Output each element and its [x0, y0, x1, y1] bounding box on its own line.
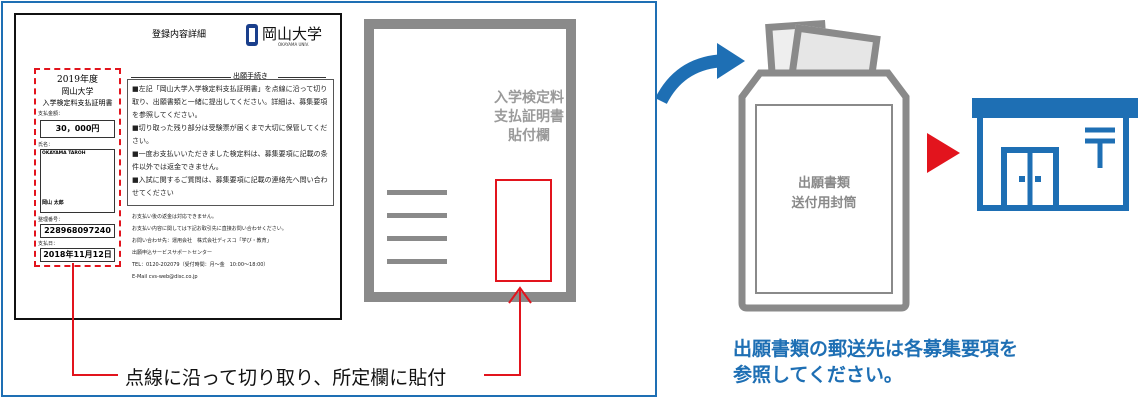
procedure-line: 件以外では返金できません。 — [132, 163, 223, 171]
reg-number: 228968097240 — [44, 226, 111, 235]
procedure-line: ■切り取った残り部分は受験票が届くまで大切に保管してくだ — [132, 124, 328, 132]
procedure-text: ■左記「岡山大学入学検定料支払証明書」を点線に沿って切り 取り、出願書類と一緒に… — [128, 80, 333, 203]
envelope-label-line: 出願書類 — [797, 176, 850, 191]
reg-label: 整理番号： — [38, 217, 64, 223]
connector-left — [72, 263, 118, 376]
envelope-label: 出願書類 送付用封筒 — [738, 174, 910, 214]
sheet-label: 入学検定料 支払証明書 貼付欄 — [484, 89, 574, 146]
procedure-box: ■左記「岡山大学入学検定料支払証明書」を点線に沿って切り 取り、出願書類と一緒に… — [127, 79, 334, 206]
amount-field: 30，000円 — [40, 120, 115, 138]
sheet-label-line: 支払証明書 — [494, 109, 564, 125]
slip-name: 入学検定料支払証明書 — [42, 99, 113, 107]
procedure-line: ■左記「岡山大学入学検定料支払証明書」を点線に沿って切り — [132, 85, 328, 93]
sheet-label-line: 入学検定料 — [494, 90, 564, 106]
mailing-note-line: 参照してください。 — [733, 364, 903, 386]
payment-slip: 2019年度 岡山大学 入学検定料支払証明書 支払金額： 30，000円 氏名：… — [34, 68, 121, 267]
connector-lines — [72, 263, 532, 376]
envelope: 出願書類 送付用封筒 — [738, 14, 910, 312]
amount-label: 支払金額： — [38, 111, 64, 117]
envelope-body — [738, 69, 910, 312]
contact-line: お支払い内容に関しては下記お取引先に直接お問い合わせください。 — [132, 226, 287, 232]
procedure-line: ■一度お支払いいただきました検定料は、募集要項に記載の条 — [132, 150, 328, 158]
connector-right — [484, 288, 521, 376]
arrowhead-up-icon — [508, 286, 532, 304]
procedure-rule-left — [131, 77, 231, 78]
contact-line: TEL：0120-202079（受付時間：月～金 10:00～18:00） — [132, 262, 269, 268]
text-placeholder-line — [387, 236, 447, 241]
amount-value: 30，000円 — [55, 124, 100, 133]
contact-line: お問い合わせ先：運用会社 株式会社ディスコ「学び・教育」 — [132, 238, 272, 244]
procedure-rule-right — [278, 77, 326, 78]
mailing-note: 出願書類の郵送先は各募集要項を 参照してください。 — [733, 336, 1018, 388]
procedure-line: さい。 — [132, 137, 153, 145]
contact-info: お支払い後の返金は対応できません。 お支払い内容に関しては下記お取引先に直接お問… — [132, 211, 287, 283]
logo-name: 岡山大学 — [262, 25, 323, 43]
procedure-title: 出願手続き — [233, 71, 268, 81]
slip-year: 2019年度 — [57, 75, 98, 85]
text-placeholder-line — [387, 213, 447, 218]
text-placeholder-line — [387, 190, 447, 195]
contact-line: E-Mail cvs-web@disc.co.jp — [132, 274, 198, 280]
name-roman: OKAYAMA TAROH — [42, 151, 86, 156]
name-field: OKAYAMA TAROH 岡山 太郎 — [40, 149, 115, 213]
cut-paste-caption: 点線に沿って切り取り、所定欄に貼付 — [125, 367, 447, 389]
registration-document: 登録内容詳細 岡山大学 OKAYAMA UNIV. 2019年度 岡山大学 入学… — [14, 13, 342, 320]
contact-line: 出願申込サービスサポートセンター — [132, 250, 213, 256]
form-sheet: 入学検定料 支払証明書 貼付欄 — [364, 19, 576, 302]
procedure-line: を参照してください。 — [132, 111, 202, 119]
date-value: 2018年11月12日 — [43, 250, 112, 259]
name-label: 氏名： — [38, 142, 54, 148]
text-placeholder-line — [387, 259, 447, 264]
procedure-line: 取り、出願書類と一緒に提出してください。詳細は、募集要項 — [132, 98, 328, 106]
triangle-arrow-icon — [927, 133, 960, 173]
logo-sub: OKAYAMA UNIV. — [278, 42, 310, 47]
envelope-label-line: 送付用封筒 — [791, 196, 857, 211]
document-title: 登録内容詳細 — [152, 30, 207, 40]
slip-university: 岡山大学 — [61, 87, 94, 96]
procedure-line: せてください — [132, 189, 174, 197]
mailing-note-line: 出願書類の郵送先は各募集要項を — [733, 338, 1019, 360]
contact-line: お支払い後の返金は対応できません。 — [132, 214, 217, 220]
paste-area — [495, 179, 552, 282]
reg-field: 228968097240 — [40, 224, 115, 238]
instruction-frame — [1, 1, 657, 397]
name-kanji: 岡山 太郎 — [42, 200, 64, 206]
university-logo-icon — [246, 24, 258, 46]
sheet-label-line: 貼付欄 — [508, 128, 550, 144]
post-office-icon — [972, 98, 1138, 211]
curved-arrow-icon — [655, 43, 745, 105]
date-field: 2018年11月12日 — [40, 248, 115, 262]
date-label: 支払日： — [38, 241, 59, 247]
procedure-line: ■入試に関するご質問は、募集要項に記載の連絡先へ問い合わ — [132, 176, 328, 184]
